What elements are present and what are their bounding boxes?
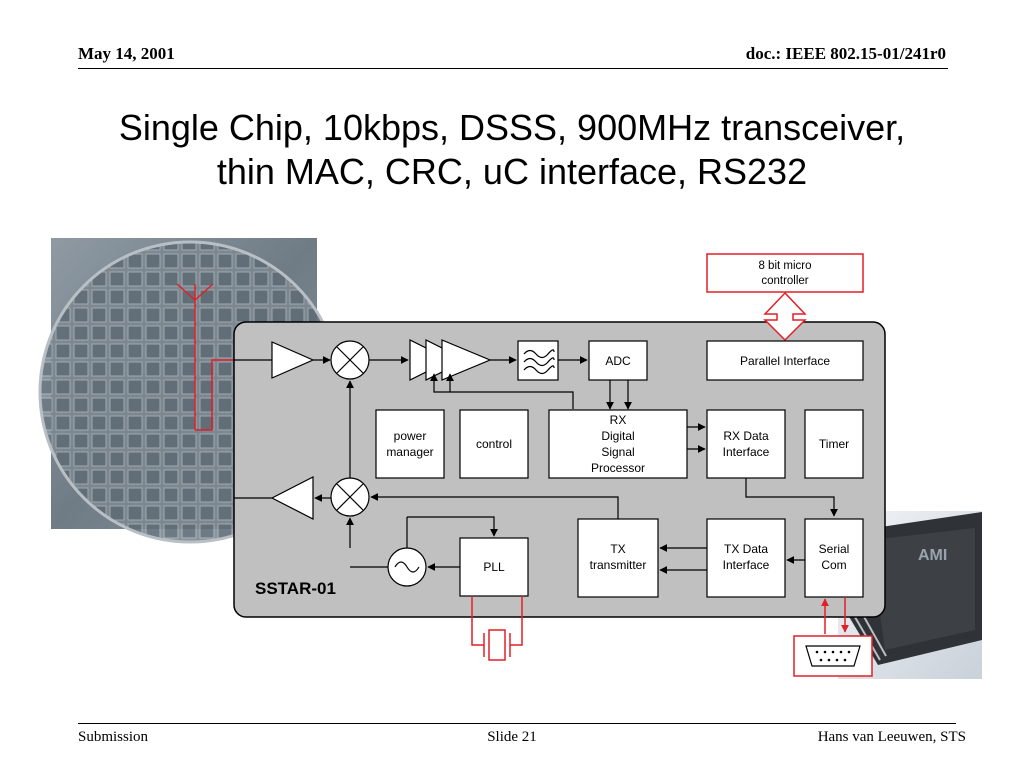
parallel-interface-label: Parallel Interface [740,354,830,368]
rx-data-interface-line-1: RX Data [723,429,769,443]
antenna-icon [176,283,234,431]
vga-amplifier-chain-icon [409,339,492,381]
control-label: control [476,437,512,451]
adc-block: ADC [588,340,648,381]
tx-transmitter-block: TX transmitter [577,518,659,598]
power-manager-line-1: power [394,429,427,443]
vco-oscillator-icon [387,547,427,587]
tx-data-interface-block: TX Data Interface [706,518,786,598]
rx-mixer-icon [330,340,370,380]
slide-title: Single Chip, 10kbps, DSSS, 900MHz transc… [40,106,984,194]
micro-controller-line-2: controller [761,275,808,287]
footer-slide-number: Slide 21 [487,729,537,745]
micro-bus-arrow [763,291,807,342]
adc-label: ADC [605,354,631,368]
footer-left: Submission [78,729,149,745]
footer-author: Hans van Leeuwen, STS [817,729,966,745]
crystal-icon [471,596,523,661]
tx-data-interface-line-2: Interface [723,558,770,572]
rx-dsp-block: RX Digital Signal Processor [548,409,688,479]
timer-block: Timer [804,409,864,479]
header-date: May 14, 2001 [78,44,175,63]
control-block: control [459,409,529,479]
bandpass-filter-icon [517,340,559,381]
tx-transmitter-line-2: transmitter [590,558,647,572]
slide-title-line-1: Single Chip, 10kbps, DSSS, 900MHz transc… [118,107,906,148]
power-manager-block: power manager [375,409,445,479]
micro-controller-line-1: 8 bit micro [758,260,811,272]
timer-label: Timer [819,437,849,451]
rx-dsp-line-2: Digital [601,429,634,443]
tx-data-interface-line-1: TX Data [724,542,768,556]
header-doc-id: doc.: IEEE 802.15-01/241r0 [745,44,946,63]
header-rule [78,68,948,69]
rx-dsp-line-3: Signal [601,445,634,459]
tx-transmitter-line-1: TX [610,542,625,556]
serial-com-line-1: Serial [819,542,850,556]
tx-mixer-icon [330,477,370,517]
footer-rule [78,723,956,724]
parallel-interface-block: Parallel Interface [706,340,864,381]
pll-block: PLL [459,537,529,597]
rx-data-interface-block: RX Data Interface [706,409,786,479]
serial-com-line-2: Com [821,558,846,572]
rx-data-interface-line-2: Interface [723,445,770,459]
power-manager-line-2: manager [386,445,433,459]
slide-title-line-2: thin MAC, CRC, uC interface, RS232 [216,151,808,192]
chip-marking: AMI [918,547,947,564]
serial-com-block: Serial Com [804,518,864,598]
pa-amplifier-icon [270,476,314,520]
rs232-connector-icon [793,635,873,677]
rx-dsp-line-4: Processor [591,461,645,475]
pll-label: PLL [483,560,505,574]
chip-name-label: SSTAR-01 [255,579,336,598]
rx-dsp-line-1: RX [610,413,627,427]
micro-controller-block: 8 bit micro controller [706,253,864,293]
